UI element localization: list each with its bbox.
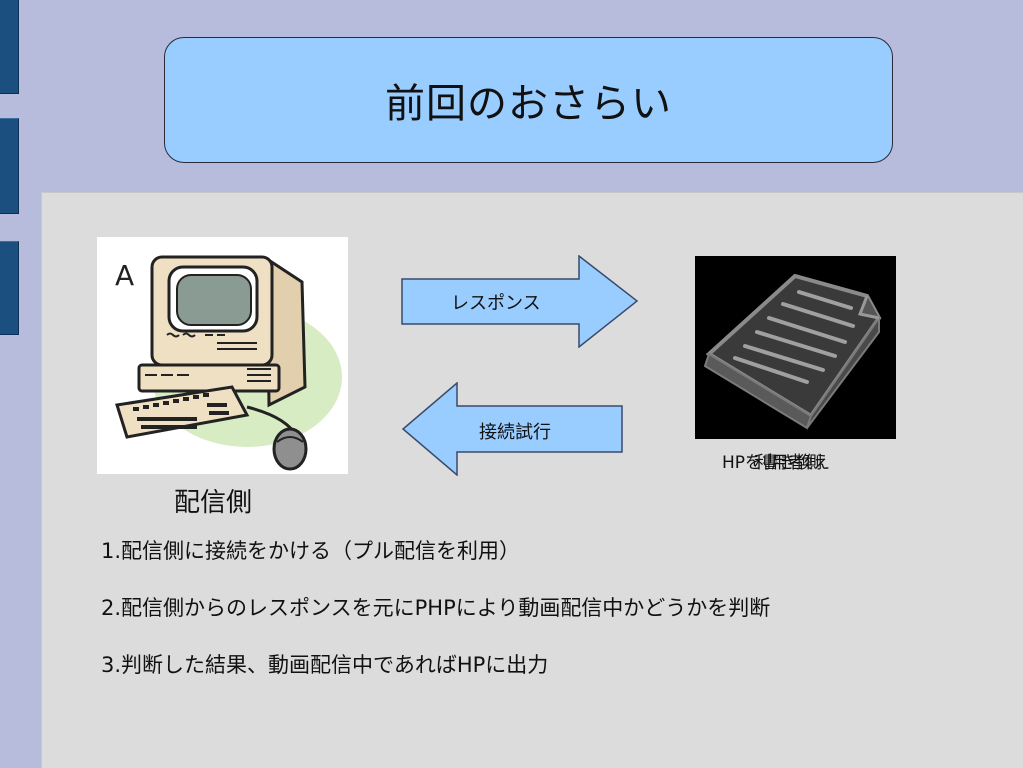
response-arrow-label: レスポンス <box>451 293 541 314</box>
document-caption-a: HPを書き換え <box>722 453 831 473</box>
step-item: 2.配信側からのレスポンスを元にPHPにより動画配信中かどうかを判断 <box>101 596 771 620</box>
document-caption-b: 利用者側 <box>754 453 822 473</box>
side-tab-3 <box>0 241 19 335</box>
step-item: 3.判断した結果、動画配信中であればHPに出力 <box>101 653 549 677</box>
connect-arrow: 接続試行 <box>401 382 623 476</box>
response-arrow: レスポンス <box>401 255 639 348</box>
connect-arrow-label: 接続試行 <box>479 422 551 443</box>
side-tab-2 <box>0 118 19 214</box>
sender-label: 配信側 <box>174 488 253 518</box>
computer-icon: A <box>97 237 348 474</box>
slide-title: 前回のおさらい <box>385 81 672 127</box>
document-caption: HPを書き換え 利用者側 <box>722 448 902 473</box>
steps-list: 1.配信側に接続をかける（プル配信を利用） 2.配信側からのレスポンスを元にPH… <box>101 536 770 707</box>
side-tab-1 <box>0 0 19 94</box>
pc-letter: A <box>115 259 134 292</box>
step-item: 1.配信側に接続をかける（プル配信を利用） <box>101 539 521 563</box>
document-icon <box>695 256 896 439</box>
title-box: 前回のおさらい <box>164 37 893 163</box>
